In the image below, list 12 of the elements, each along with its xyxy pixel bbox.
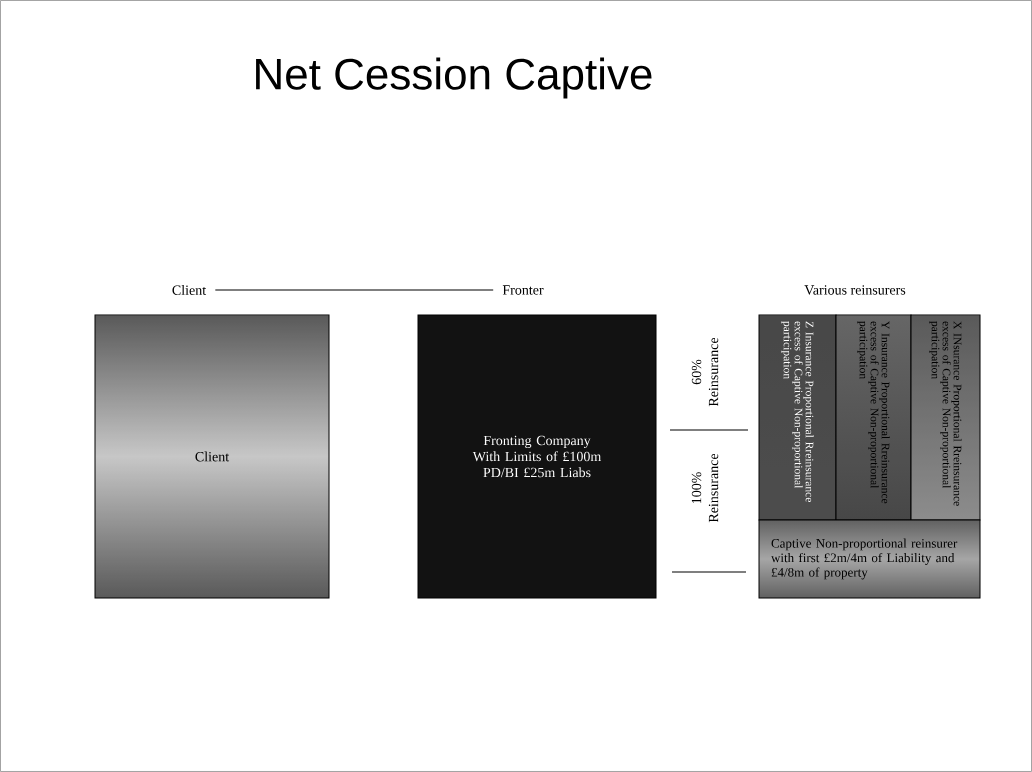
fronting-company-box: Fronting Company With Limits of £100m PD/BI £25m Liabs (417, 314, 657, 599)
label-text: Various reinsurers (804, 285, 906, 295)
reinsurer-column: Y Insurance Proportional Rreinsurance excess of Captive Non-proportional participation (835, 314, 912, 521)
heading-text: Client (172, 285, 207, 295)
reinsurer-column: Z Insurance Proportional Rreinsurance excess of Captive Non-proportional participation (758, 314, 837, 521)
label-text: 100% Reinsurance (691, 453, 719, 523)
client-box: Client (94, 314, 330, 599)
heading-text: Fronter (502, 285, 544, 295)
label-text: 60% Reinsurance (691, 337, 719, 407)
title: Net Cession Captive (256, 57, 652, 99)
connector-line (214, 289, 494, 291)
captive-reinsurer-box: Captive Non-proportional reinsurer with first £2m/4m of Liability and £4/8m of property (758, 519, 981, 599)
